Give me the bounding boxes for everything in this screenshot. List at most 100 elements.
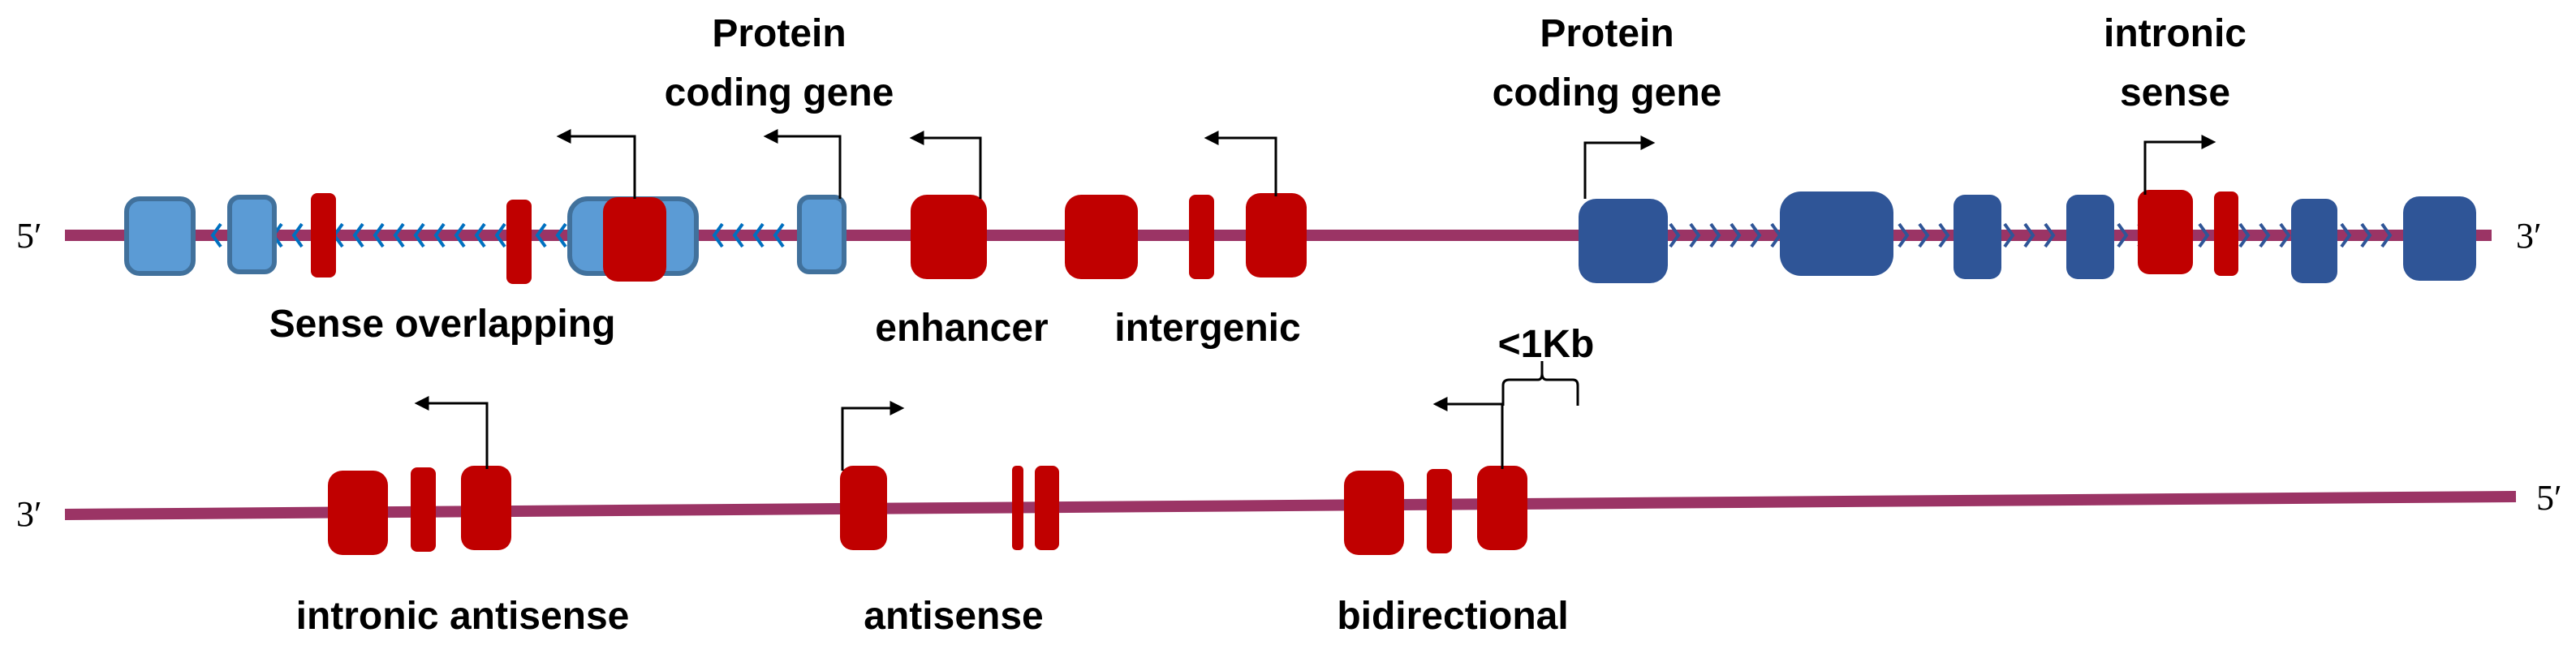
label-protein-coding-gene-1-line1: Protein [712, 12, 846, 55]
gene-direction-chevrons-left [210, 222, 785, 248]
direction-chevron [752, 222, 765, 248]
lncrna-exon [1477, 466, 1527, 550]
gene-exon [1780, 191, 1893, 276]
lncrna-exon [1035, 466, 1059, 550]
direction-chevron [2259, 222, 2271, 248]
label-intronic-sense-line1: intronic [2104, 12, 2246, 55]
lncrna-exon [2138, 190, 2193, 274]
tss-arrow-intronic-sense [2143, 135, 2216, 195]
label-protein-coding-gene-2-line2: coding gene [1493, 71, 1722, 114]
lncrna-exon [506, 200, 532, 284]
direction-chevron [2279, 222, 2291, 248]
tss-arrow-intergenic [1204, 131, 1277, 196]
lncrna-exon [1427, 469, 1452, 553]
direction-chevron [1730, 222, 1742, 248]
gene-exon [2066, 195, 2114, 279]
direction-chevron [732, 222, 744, 248]
sense-overlapping-lncrna [311, 193, 666, 284]
direction-chevron [373, 222, 385, 248]
direction-chevron [1898, 222, 1910, 248]
direction-chevron [1669, 222, 1681, 248]
lncrna-exon [603, 197, 666, 282]
direction-chevron [474, 222, 486, 248]
gene-exon [2403, 196, 2476, 281]
label-protein-coding-gene-1-line2: coding gene [665, 71, 894, 114]
intergenic-lncrna [1065, 193, 1307, 279]
direction-chevron [494, 222, 506, 248]
lncrna-exon [1189, 195, 1214, 279]
direction-chevron [433, 222, 446, 248]
lncrna-exon [840, 466, 887, 550]
direction-chevron [291, 222, 304, 248]
label-bidirectional: bidirectional [1337, 595, 1568, 638]
bottom-strand: 3′ 5′ intronic antisense antisense bidir… [16, 323, 2562, 638]
label-intronic-sense-line2: sense [2120, 71, 2230, 114]
tss-arrow-intronic-antisense [414, 396, 489, 469]
direction-chevron [535, 222, 547, 248]
top-strand: 5′ 3′ [16, 12, 2542, 350]
gene-exon [2291, 199, 2337, 283]
enhancer-lncrna-exon [911, 195, 987, 279]
top-right-end-label: 3′ [2516, 216, 2542, 256]
gene-exon [1954, 195, 2001, 279]
antisense-lncrna [840, 466, 1059, 550]
direction-chevron [555, 222, 567, 248]
direction-chevron [2117, 222, 2129, 248]
tss-arrow-bidirectional [1432, 397, 1504, 469]
lncrna-exon [411, 467, 436, 552]
gene-exon [227, 195, 277, 274]
protein-coding-gene-2 [1579, 191, 2476, 283]
direction-chevron [2380, 222, 2393, 248]
direction-chevron [2023, 222, 2035, 248]
label-sense-overlapping: Sense overlapping [269, 303, 616, 346]
lncrna-exon [1012, 466, 1023, 550]
distance-brace [1501, 361, 1579, 406]
label-intronic-antisense: intronic antisense [296, 595, 630, 638]
label-antisense: antisense [864, 595, 1043, 638]
direction-chevron [2340, 222, 2352, 248]
bidirectional-lncrna [1344, 466, 1527, 555]
direction-chevron [393, 222, 405, 248]
direction-chevron [1709, 222, 1721, 248]
gene-exon [797, 195, 846, 274]
direction-chevron [2044, 222, 2056, 248]
direction-chevron [1918, 222, 1930, 248]
lncrna-exon [461, 466, 511, 550]
label-distance: <1Kb [1498, 323, 1595, 366]
label-protein-coding-gene-2-line1: Protein [1540, 12, 1674, 55]
label-enhancer: enhancer [875, 307, 1048, 350]
direction-chevron [773, 222, 785, 248]
direction-chevron [2238, 222, 2251, 248]
tss-arrow-protein-coding-gene-1 [763, 129, 842, 199]
direction-chevron [2360, 222, 2372, 248]
gene-exon [1579, 199, 1668, 283]
lncrna-exon [311, 193, 336, 278]
direction-chevron [413, 222, 425, 248]
lncrna-exon [1344, 471, 1404, 555]
direction-chevron [1938, 222, 1950, 248]
direction-chevron [1750, 222, 1762, 248]
tss-arrow-sense-overlapping [556, 129, 636, 199]
direction-chevron [2198, 222, 2210, 248]
bottom-right-end-label: 5′ [2536, 478, 2562, 518]
lncrna-exon [328, 471, 388, 555]
intronic-sense-lncrna [2138, 190, 2238, 276]
direction-chevron [210, 222, 222, 248]
direction-chevron [2003, 222, 2015, 248]
direction-chevron [352, 222, 364, 248]
label-intergenic: intergenic [1114, 307, 1300, 350]
lncrna-exon [1246, 193, 1307, 278]
intronic-antisense-lncrna [328, 466, 511, 555]
tss-arrow-enhancer [909, 131, 982, 199]
direction-chevron [712, 222, 724, 248]
tss-arrow-protein-coding-gene-2 [1583, 136, 1656, 199]
bottom-left-end-label: 3′ [16, 494, 42, 534]
direction-chevron [454, 222, 466, 248]
lncrna-exon [1065, 195, 1138, 279]
tss-arrow-antisense [841, 401, 905, 471]
lncrna-exon [2214, 191, 2238, 276]
gene-exon [124, 196, 196, 276]
direction-chevron [1689, 222, 1701, 248]
top-left-end-label: 5′ [16, 216, 42, 256]
